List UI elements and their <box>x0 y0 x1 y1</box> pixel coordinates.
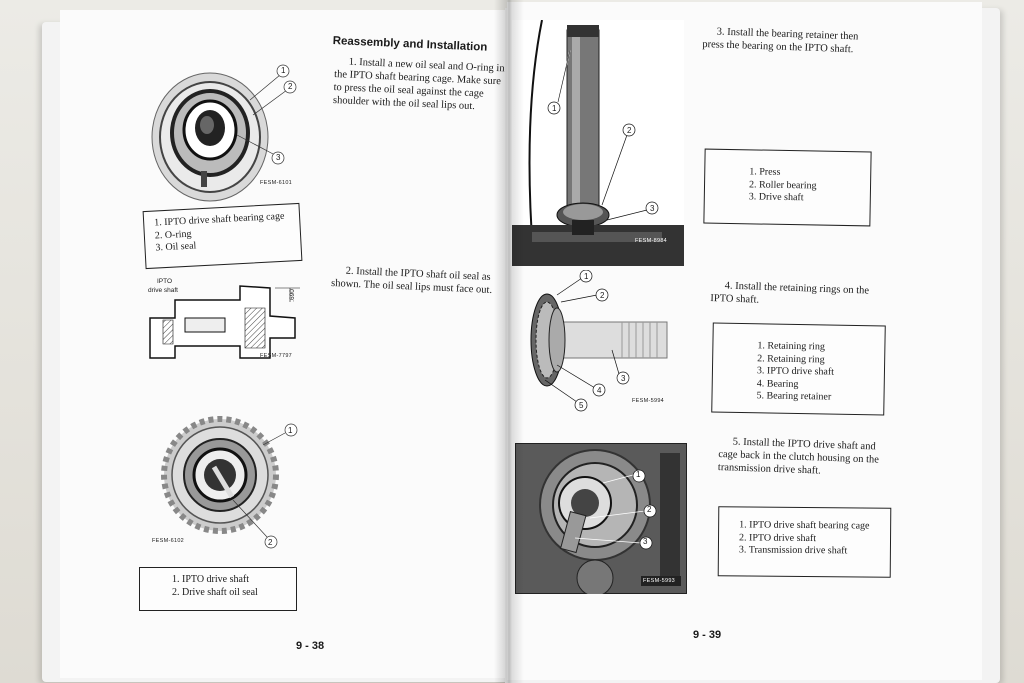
fig5-callout-5: 5 <box>579 401 584 410</box>
right-page-number: 9 - 39 <box>693 629 722 641</box>
fig1-callout-2: 2 <box>288 82 293 91</box>
legend5-item-1: 1. IPTO drive shaft bearing cage <box>739 519 870 532</box>
fig5-callout-2: 2 <box>600 291 605 300</box>
fig2-caption: FESM-7797 <box>260 353 293 359</box>
section-heading: Reassembly and Installation <box>332 35 488 54</box>
fig2-label-line2: drive shaft <box>148 287 178 294</box>
fig6-callout-3: 3 <box>643 537 648 546</box>
right-page: 1 2 3 FESM-8984 3. Install the bearing r… <box>507 2 982 680</box>
fig4-callout-1: 1 <box>552 104 557 113</box>
legend-fig4: 1. Press 2. Roller bearing 3. Drive shaf… <box>703 148 872 227</box>
step-1-text: 1. Install a new oil seal and O-ring in … <box>333 55 505 114</box>
figure-shaft-cross-section <box>149 285 300 359</box>
fig2-label-line1: IPTO <box>157 278 173 285</box>
fig3-callout-2: 2 <box>268 538 273 547</box>
book-gutter-shadow <box>494 0 524 683</box>
fig1-callout-1: 1 <box>281 66 286 75</box>
fig3-callout-1: 1 <box>288 426 293 435</box>
fig4-callout-3: 3 <box>650 204 655 213</box>
figure-press-bearing <box>512 20 684 266</box>
fig4-callout-2: 2 <box>627 126 632 135</box>
legend4-item-5: 5. Bearing retainer <box>756 390 832 403</box>
fig5-callout-1: 1 <box>584 272 589 281</box>
step-3-text: 3. Install the bearing retainer then pre… <box>702 25 903 58</box>
left-page: 1 2 3 FESM-6101 1. IPTO drive shaft bear… <box>60 10 505 678</box>
legend-fig3: 1. IPTO drive shaft 2. Drive shaft oil s… <box>139 567 297 611</box>
legend5-item-2: 2. IPTO drive shaft <box>738 531 817 544</box>
figure-ipto-shaft-bearing <box>530 270 668 412</box>
left-page-number: 9 - 38 <box>296 640 325 652</box>
fig2-dimension: .690 <box>288 289 296 302</box>
legend5-item-3: 3. Transmission drive shaft <box>738 544 848 557</box>
fig5-callout-4: 4 <box>597 386 602 395</box>
fig5-caption: FESM-5994 <box>632 398 665 404</box>
fig1-caption: FESM-6101 <box>260 180 293 186</box>
legend3-item-3: 3. Drive shaft <box>748 191 804 204</box>
fig1-callout-3: 3 <box>276 153 281 162</box>
legend3-item-1: 1. Press <box>749 166 781 178</box>
fig3-caption: FESM-6102 <box>152 538 185 544</box>
fig6-callout-2: 2 <box>647 505 652 514</box>
step-2-text: 2. Install the IPTO shaft oil seal as sh… <box>331 264 502 297</box>
legend2-item-1: 1. IPTO drive shaft <box>172 574 250 585</box>
step-4-text: 4. Install the retaining rings on the IP… <box>710 279 911 312</box>
figure-bearing-cage <box>151 64 297 202</box>
fig6-callout-1: 1 <box>636 470 641 479</box>
legend2-item-2: 2. Drive shaft oil seal <box>172 586 258 598</box>
legend-fig6: 1. IPTO drive shaft bearing cage 2. IPTO… <box>717 506 892 578</box>
figure-clutch-housing <box>515 443 687 594</box>
legend-fig5: 1. Retaining ring 2. Retaining ring 3. I… <box>711 322 886 416</box>
step-5-text: 5. Install the IPTO drive shaft and cage… <box>718 435 919 481</box>
legend-fig1: 1. IPTO drive shaft bearing cage 2. O-ri… <box>142 202 303 270</box>
fig5-callout-3: 3 <box>621 374 626 383</box>
fig6-caption: FESM-5993 <box>643 578 676 584</box>
figure-drive-shaft-gear <box>161 416 298 549</box>
fig4-caption: FESM-8984 <box>635 238 668 244</box>
